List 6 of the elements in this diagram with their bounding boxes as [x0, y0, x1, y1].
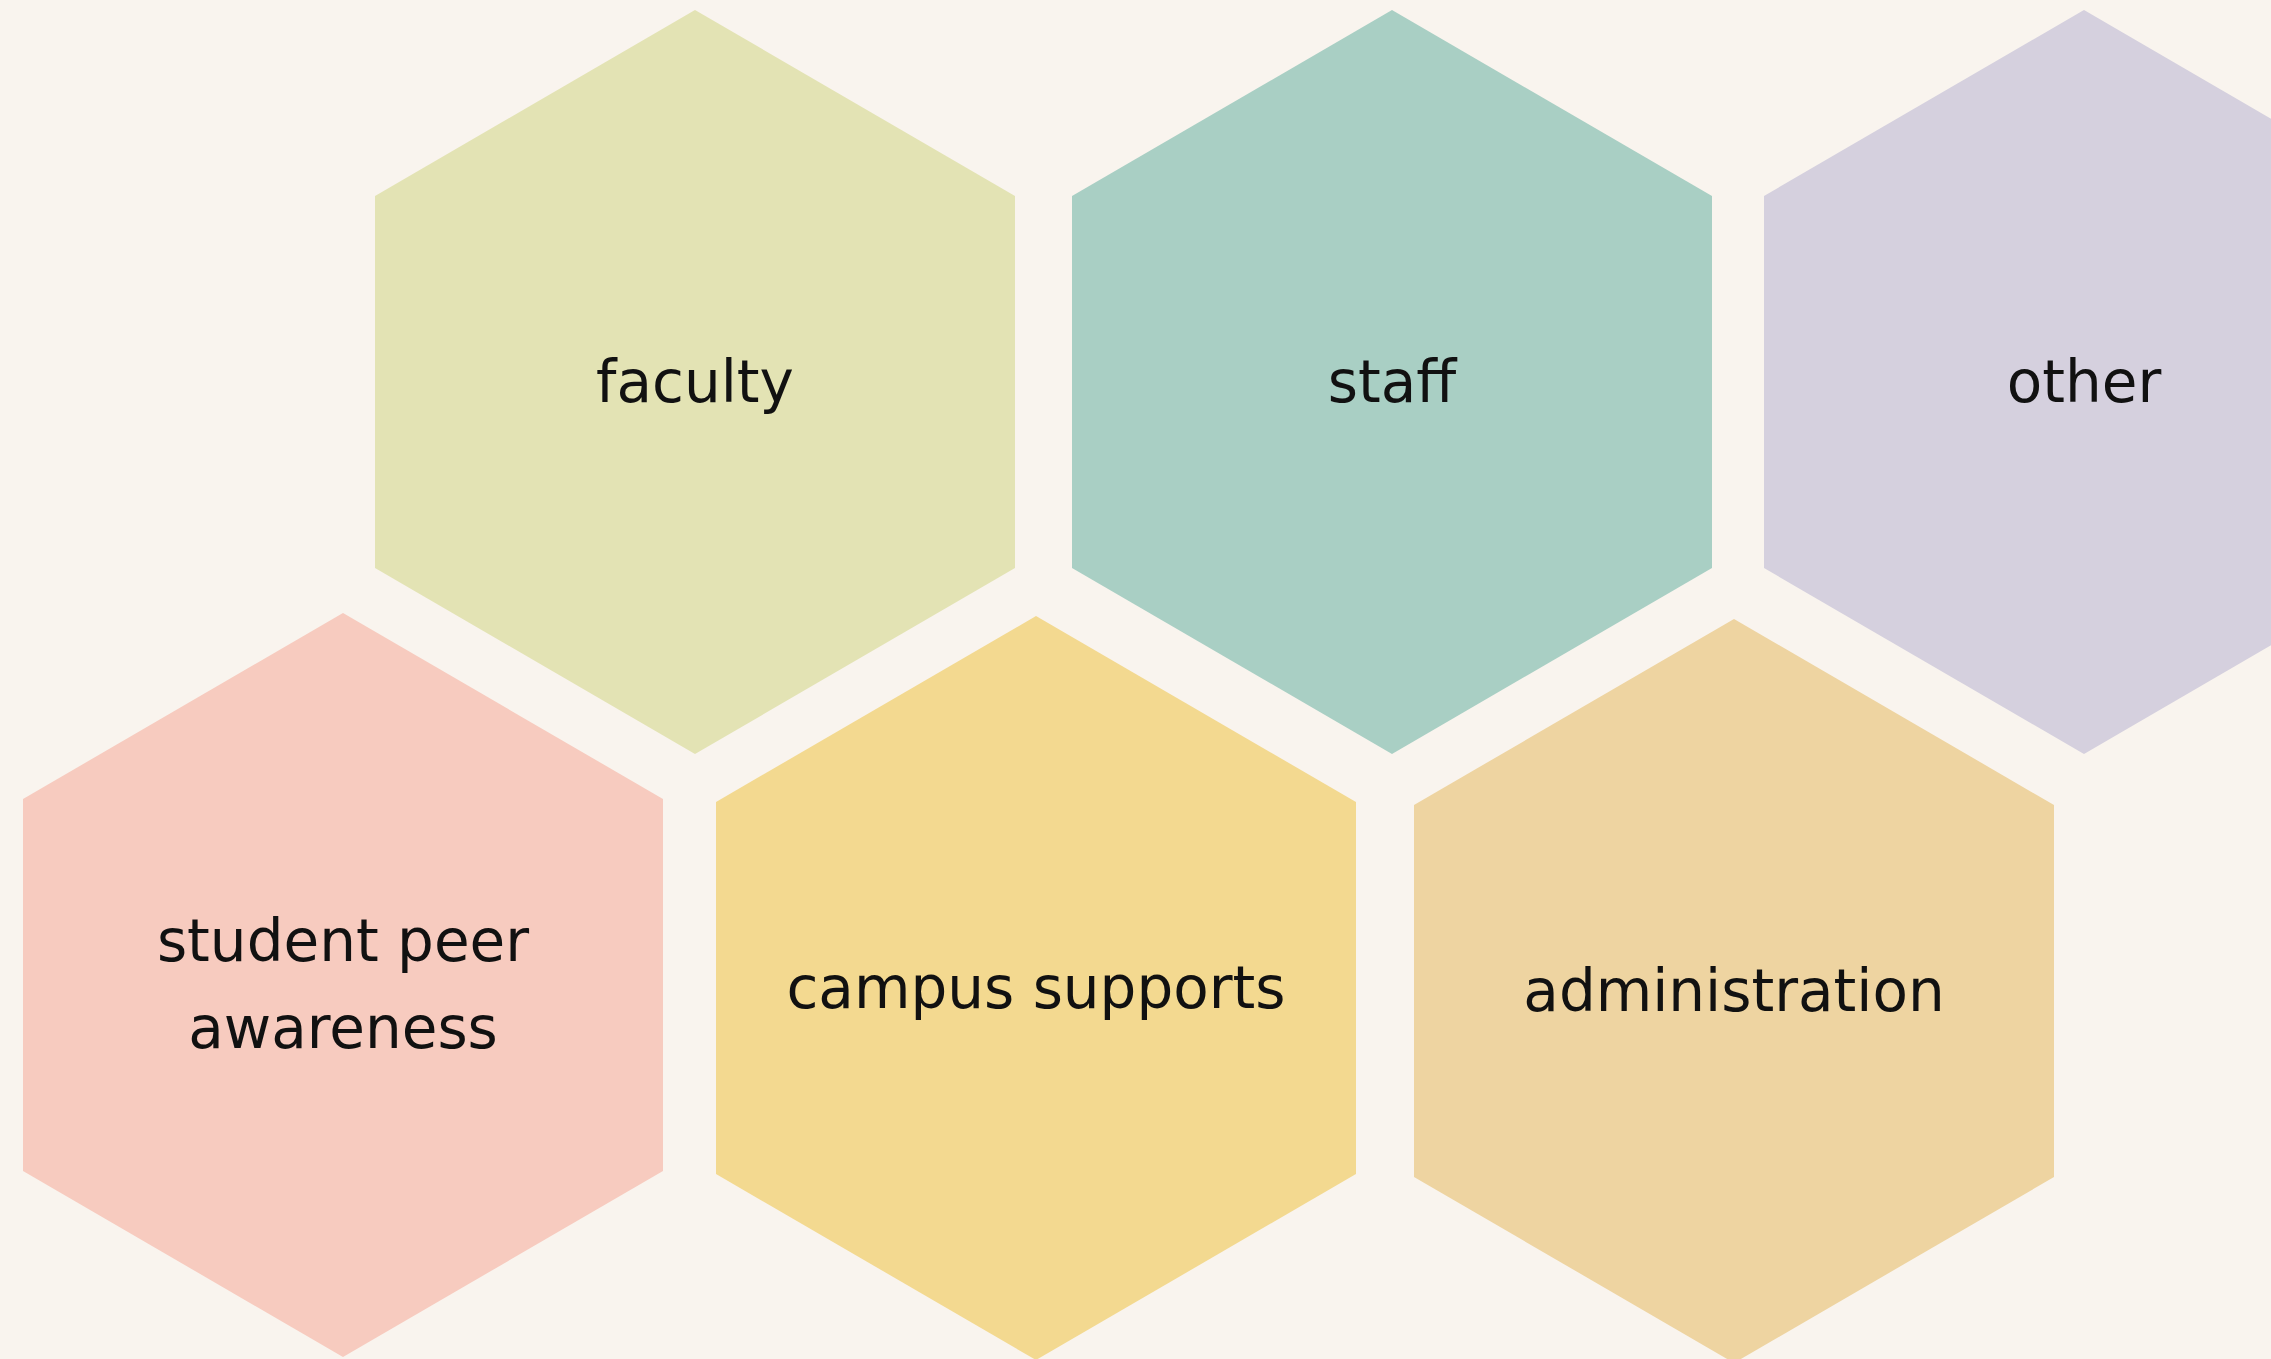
hexagon-label: other: [2005, 346, 2163, 418]
hexagon-label: staff: [1326, 346, 1459, 418]
hexagon-label: faculty: [595, 346, 795, 418]
hexagon-label: administration: [1522, 955, 1946, 1027]
hexagon-label: student peer awareness: [155, 906, 531, 1064]
hexagon-label: campus supports: [785, 952, 1287, 1024]
